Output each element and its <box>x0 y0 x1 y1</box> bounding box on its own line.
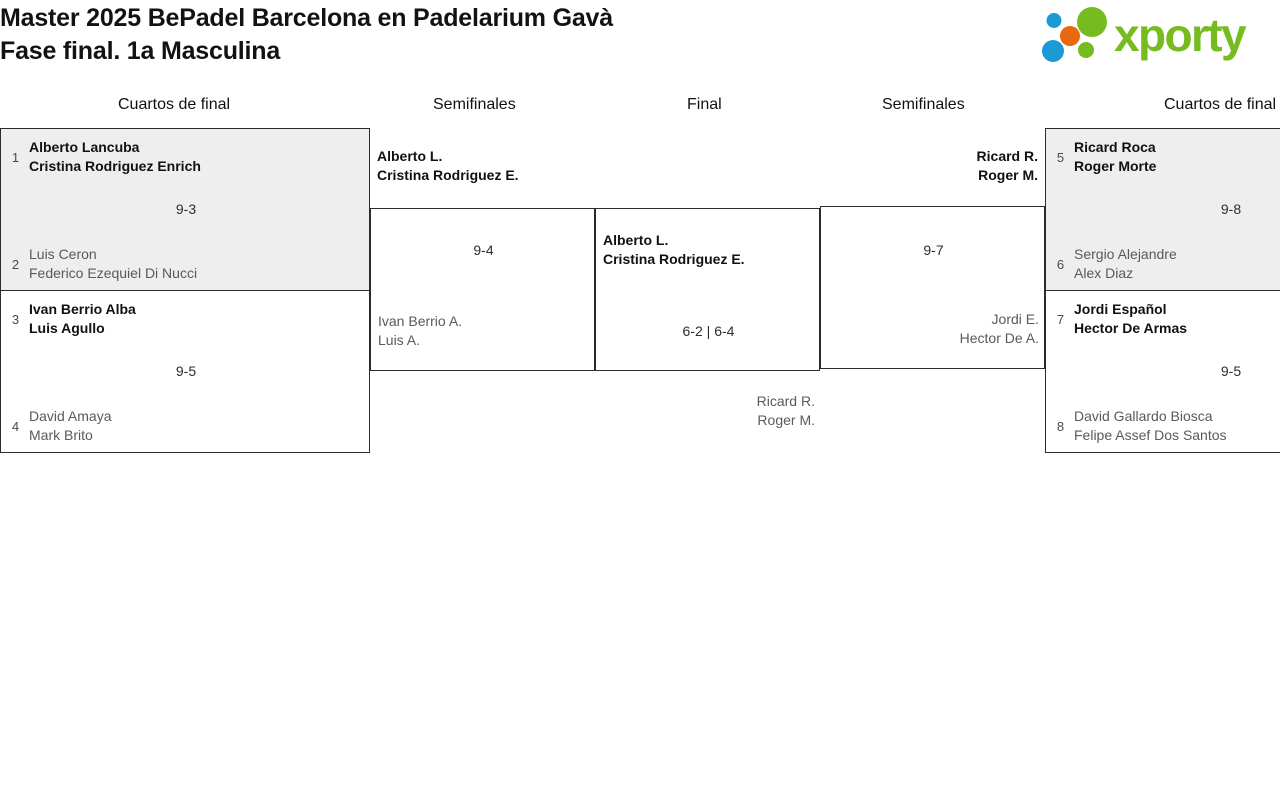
qf4-team-top-seed: 7 <box>1056 311 1065 327</box>
final-team-bottom-player-1: Ricard R. <box>756 393 815 409</box>
final-team-bottom[interactable]: Ricard R. Roger M. <box>595 392 815 430</box>
sf1-team-top-names: Alberto L. Cristina Rodriguez E. <box>377 147 519 185</box>
qf1-team-top-player-2: Cristina Rodriguez Enrich <box>29 158 201 174</box>
sf1-team-bottom-player-1: Ivan Berrio A. <box>378 313 463 329</box>
qf3-team-bottom-player-1: Sergio Alejandre <box>1074 246 1177 262</box>
qf2-team-bottom[interactable]: 4 David Amaya Mark Brito <box>9 407 112 445</box>
qf1-team-bottom-player-1: Luis Ceron <box>29 246 97 262</box>
sf1-team-top[interactable]: Alberto L. Cristina Rodriguez E. <box>377 147 519 185</box>
qf3-team-bottom-seed: 6 <box>1056 256 1065 272</box>
qf3-team-bottom-player-2: Alex Diaz <box>1074 265 1134 281</box>
sf2-team-top-names: Ricard R. Roger M. <box>820 147 1038 185</box>
qf2-team-top-names: Ivan Berrio Alba Luis Agullo <box>29 300 136 338</box>
qf4-team-top[interactable]: 7 Jordi Español Hector De Armas <box>1054 300 1187 338</box>
qf1-team-bottom[interactable]: 2 Luis Ceron Federico Ezequiel Di Nucci <box>9 245 197 283</box>
sf2-team-top-player-2: Roger M. <box>978 167 1038 183</box>
qf4-team-top-player-2: Hector De Armas <box>1074 320 1188 336</box>
qf1-team-top-player-1: Alberto Lancuba <box>29 139 140 155</box>
qf1-team-top[interactable]: 1 Alberto Lancuba Cristina Rodriguez Enr… <box>9 138 201 176</box>
match-box-sf1[interactable]: 9-4 Ivan Berrio A. Luis A. <box>370 208 595 371</box>
sf2-team-bottom-player-2: Hector De A. <box>959 330 1039 346</box>
sf2-team-bottom-names: Jordi E. Hector De A. <box>821 310 1039 348</box>
final-team-top[interactable]: Alberto L. Cristina Rodriguez E. <box>603 231 745 269</box>
tournament-title-line-1: Master 2025 BePadel Barcelona en Padelar… <box>0 4 613 32</box>
round-header-quarterfinals-left: Cuartos de final <box>118 96 231 113</box>
sf2-team-bottom-player-1: Jordi E. <box>991 311 1039 327</box>
match-box-qf4[interactable]: 7 Jordi Español Hector De Armas 9-5 8 Da… <box>1045 290 1280 453</box>
match-box-qf1[interactable]: 1 Alberto Lancuba Cristina Rodriguez Enr… <box>0 128 370 291</box>
qf4-team-bottom[interactable]: 8 David Gallardo Biosca Felipe Assef Dos… <box>1054 407 1227 445</box>
round-header-semifinals-right: Semifinales <box>882 96 965 113</box>
sf1-team-bottom-player-2: Luis A. <box>378 332 421 348</box>
qf4-team-top-player-1: Jordi Español <box>1074 301 1167 317</box>
qf1-team-top-names: Alberto Lancuba Cristina Rodriguez Enric… <box>29 138 201 176</box>
sf1-team-top-player-1: Alberto L. <box>377 148 443 164</box>
qf3-score: 9-8 <box>1220 201 1242 217</box>
qf4-team-bottom-player-2: Felipe Assef Dos Santos <box>1074 427 1227 443</box>
tournament-title-line-2: Fase final. 1a Masculina <box>0 37 281 65</box>
sf1-team-bottom[interactable]: Ivan Berrio A. Luis A. <box>378 312 462 350</box>
round-header-semifinals-left: Semifinales <box>433 96 516 113</box>
xporty-logo-wordmark: xporty <box>1114 9 1247 61</box>
qf3-team-top[interactable]: 5 Ricard Roca Roger Morte <box>1054 138 1157 176</box>
round-header-final: Final <box>687 96 722 113</box>
sf2-team-bottom[interactable]: Jordi E. Hector De A. <box>821 310 1039 348</box>
final-team-bottom-names: Ricard R. Roger M. <box>595 392 815 430</box>
qf2-team-top-seed: 3 <box>11 311 20 327</box>
qf3-team-top-seed: 5 <box>1056 149 1065 165</box>
qf3-team-top-player-2: Roger Morte <box>1074 158 1157 174</box>
qf2-team-bottom-player-1: David Amaya <box>29 408 112 424</box>
qf2-score: 9-5 <box>175 363 197 379</box>
xporty-logo[interactable]: xporty <box>1036 4 1266 68</box>
match-box-sf2[interactable]: 9-7 Jordi E. Hector De A. <box>820 206 1045 369</box>
final-team-top-names: Alberto L. Cristina Rodriguez E. <box>603 231 745 269</box>
qf2-team-top-player-2: Luis Agullo <box>29 320 105 336</box>
qf1-team-top-seed: 1 <box>11 149 20 165</box>
qf3-team-top-names: Ricard Roca Roger Morte <box>1074 138 1156 176</box>
page-header: Master 2025 BePadel Barcelona en Padelar… <box>0 0 1280 90</box>
xporty-logo-mark-icon <box>1042 7 1107 62</box>
sf2-score: 9-7 <box>923 242 944 258</box>
sf2-team-top-player-1: Ricard R. <box>976 148 1038 164</box>
qf4-team-top-names: Jordi Español Hector De Armas <box>1074 300 1187 338</box>
round-header-quarterfinals-right: Cuartos de final <box>1164 96 1277 113</box>
qf1-team-bottom-names: Luis Ceron Federico Ezequiel Di Nucci <box>29 245 197 283</box>
sf2-team-top[interactable]: Ricard R. Roger M. <box>820 147 1038 185</box>
qf1-score: 9-3 <box>175 201 197 217</box>
qf3-team-bottom-names: Sergio Alejandre Alex Diaz <box>1074 245 1177 283</box>
sf1-team-bottom-names: Ivan Berrio A. Luis A. <box>378 312 462 350</box>
qf2-team-top[interactable]: 3 Ivan Berrio Alba Luis Agullo <box>9 300 136 338</box>
qf4-team-bottom-seed: 8 <box>1056 418 1065 434</box>
sf1-score: 9-4 <box>473 242 494 258</box>
qf4-team-bottom-names: David Gallardo Biosca Felipe Assef Dos S… <box>1074 407 1227 445</box>
match-box-qf2[interactable]: 3 Ivan Berrio Alba Luis Agullo 9-5 4 Dav… <box>0 290 370 453</box>
qf2-team-bottom-player-2: Mark Brito <box>29 427 93 443</box>
sf1-team-top-player-2: Cristina Rodriguez E. <box>377 167 519 183</box>
qf4-score: 9-5 <box>1220 363 1242 379</box>
qf3-team-bottom[interactable]: 6 Sergio Alejandre Alex Diaz <box>1054 245 1177 283</box>
qf4-team-bottom-player-1: David Gallardo Biosca <box>1074 408 1213 424</box>
qf2-team-bottom-seed: 4 <box>11 418 20 434</box>
qf2-team-top-player-1: Ivan Berrio Alba <box>29 301 136 317</box>
qf1-team-bottom-seed: 2 <box>11 256 20 272</box>
qf3-team-top-player-1: Ricard Roca <box>1074 139 1156 155</box>
match-box-qf3[interactable]: 5 Ricard Roca Roger Morte 9-8 6 Sergio A… <box>1045 128 1280 291</box>
final-team-bottom-player-2: Roger M. <box>757 412 815 428</box>
final-team-top-player-2: Cristina Rodriguez E. <box>603 251 745 267</box>
final-team-top-player-1: Alberto L. <box>603 232 669 248</box>
match-box-final[interactable]: Alberto L. Cristina Rodriguez E. 6-2 | 6… <box>595 208 820 371</box>
tournament-title: Master 2025 BePadel Barcelona en Padelar… <box>0 2 860 68</box>
final-score: 6-2 | 6-4 <box>682 323 735 339</box>
qf2-team-bottom-names: David Amaya Mark Brito <box>29 407 111 445</box>
qf1-team-bottom-player-2: Federico Ezequiel Di Nucci <box>29 265 198 281</box>
